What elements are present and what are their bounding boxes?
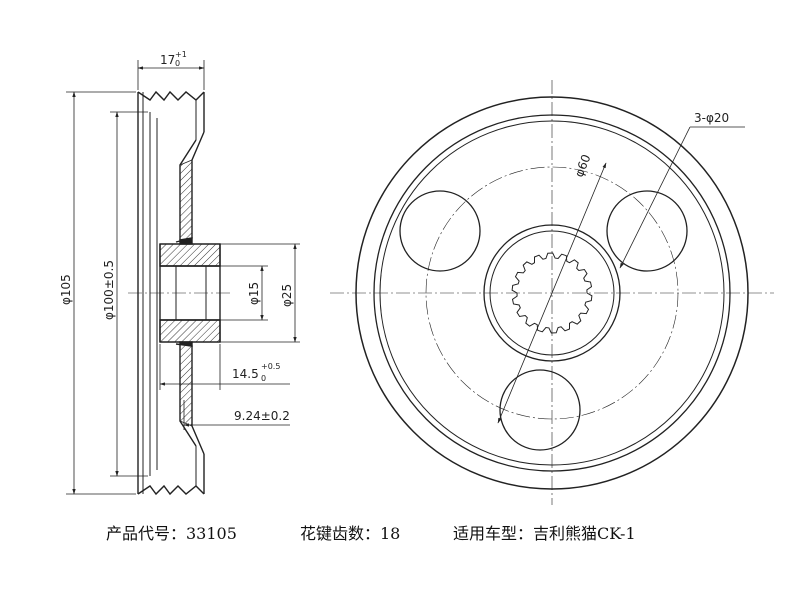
hole-circle [606,190,688,272]
side-dimensions [66,60,300,495]
dim-bore-dia: φ15 [247,282,261,305]
dim-hub-length: 14.5 [232,367,259,381]
dim-outer-dia: φ105 [59,274,73,305]
dim-width-top-sup: +1 [175,50,187,59]
front-view [330,80,774,505]
dim-pitch-circle: φ60 [572,152,594,179]
hole-circle [499,369,581,451]
dim-offset: 9.24±0.2 [234,409,290,423]
dim-hub-length-sup: +0.5 [261,362,280,371]
spline-teeth-caption: 花键齿数：18 [300,524,401,543]
dim-width-top: 17 [160,53,175,67]
dim-width-top-sub: 0 [175,59,180,68]
side-view [128,90,232,496]
vehicle-caption: 适用车型：吉利熊猫CK-1 [453,524,636,543]
dim-hub-dia: φ25 [280,284,294,307]
hole-circle [399,190,481,272]
dim-hub-length-sub: 0 [261,374,266,383]
product-code-caption: 产品代号：33105 [106,524,237,543]
dim-holes: 3-φ20 [694,111,729,125]
side-dim-labels: 17 +1 0 φ105 φ100±0.5 φ15 φ25 14.5 +0.5 … [59,50,294,423]
dim-groove-dia: φ100±0.5 [102,260,116,320]
